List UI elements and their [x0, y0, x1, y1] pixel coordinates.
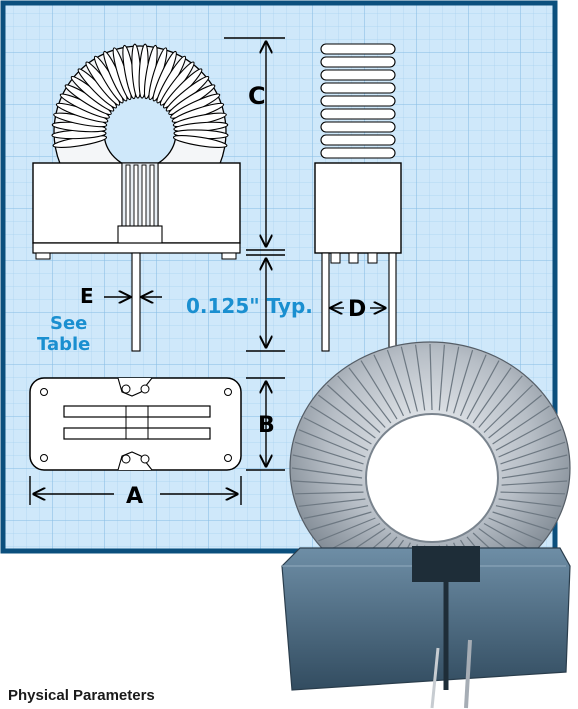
photo-coil-turn	[500, 441, 566, 465]
photo-coil-turn	[438, 344, 445, 411]
photo-coil-turn	[488, 394, 542, 439]
side-view	[314, 43, 402, 352]
side-coil-turn	[320, 147, 396, 159]
photo-coil-turn	[303, 505, 369, 519]
photo-coil-turn	[318, 517, 376, 542]
photo-coil-turn	[483, 384, 534, 433]
dim-label-e: E	[80, 284, 94, 308]
see-table-note-line2: Table	[37, 334, 90, 355]
dim-label-a: A	[126, 484, 143, 509]
photo-coil-turn	[492, 405, 550, 445]
photo-coil-turn	[292, 454, 363, 472]
photo-coil-turn	[318, 394, 376, 439]
photo-coil-turn	[483, 522, 533, 552]
dimension-lines	[29, 37, 385, 505]
side-coil-turn	[320, 43, 396, 55]
photo-coil-turn	[291, 467, 363, 479]
caption: Physical Parameters	[8, 687, 155, 704]
dim-label-b: B	[258, 413, 275, 438]
winding-turn	[172, 135, 228, 148]
photo-coil-turn	[415, 344, 426, 411]
inductor-photo	[281, 341, 571, 709]
photo-coil-turn	[501, 454, 568, 472]
side-coil-turn	[320, 108, 396, 120]
dim-label-c: C	[248, 82, 266, 110]
front-view	[32, 43, 241, 352]
photo-coil-turn	[298, 429, 366, 458]
photo-coil-turn	[453, 349, 474, 414]
photo-coil-turn	[488, 517, 542, 542]
photo-coil-turn	[495, 417, 557, 451]
photo-coil-turn	[294, 491, 364, 495]
side-coil-turn	[320, 69, 396, 81]
photo-coil-turn	[373, 354, 405, 417]
photo-coil-turn	[501, 467, 569, 479]
photo-coil-turn	[348, 367, 392, 424]
side-coil-turn	[320, 134, 396, 146]
photo-coil-turn	[360, 360, 398, 420]
photo-coil-turn	[478, 375, 523, 428]
photo-coil-turn	[459, 354, 487, 417]
photo-coil-turn	[386, 349, 411, 414]
photo-coil-turn	[303, 417, 369, 451]
dim-label-d: D	[348, 297, 366, 322]
photo-coil-turn	[446, 346, 460, 412]
photo-coil-turn	[501, 480, 568, 486]
photo-coil-turn	[492, 511, 550, 531]
see-table-note-line1: See	[50, 313, 87, 334]
photo-coil-turn	[429, 343, 433, 411]
photo-coil-turn	[310, 405, 372, 445]
side-coil-turn	[320, 82, 396, 94]
bottom-view	[29, 377, 242, 471]
photo-coil-turn	[400, 346, 418, 412]
photo-coil-turn	[327, 522, 381, 552]
photo-coil-turn	[500, 491, 566, 495]
photo-coil-turn	[292, 480, 363, 486]
photo-coil-turn	[498, 429, 562, 458]
photo-coil-turn	[495, 505, 557, 519]
photo-coil-turn	[298, 498, 366, 507]
lead-spacing-note: 0.125" Typ.	[186, 294, 313, 318]
photo-coil-turn	[498, 498, 562, 507]
side-coil-turn	[320, 95, 396, 107]
photo-coil-turn	[326, 384, 381, 433]
side-coil-turn	[320, 56, 396, 68]
photo-coil-turn	[294, 441, 364, 465]
photo-coil-turn	[337, 375, 386, 428]
photo-coil-turn	[472, 367, 512, 424]
photo-coil-turn	[310, 511, 372, 531]
side-coil-turn	[320, 121, 396, 133]
photo-coil-turn	[466, 360, 500, 420]
